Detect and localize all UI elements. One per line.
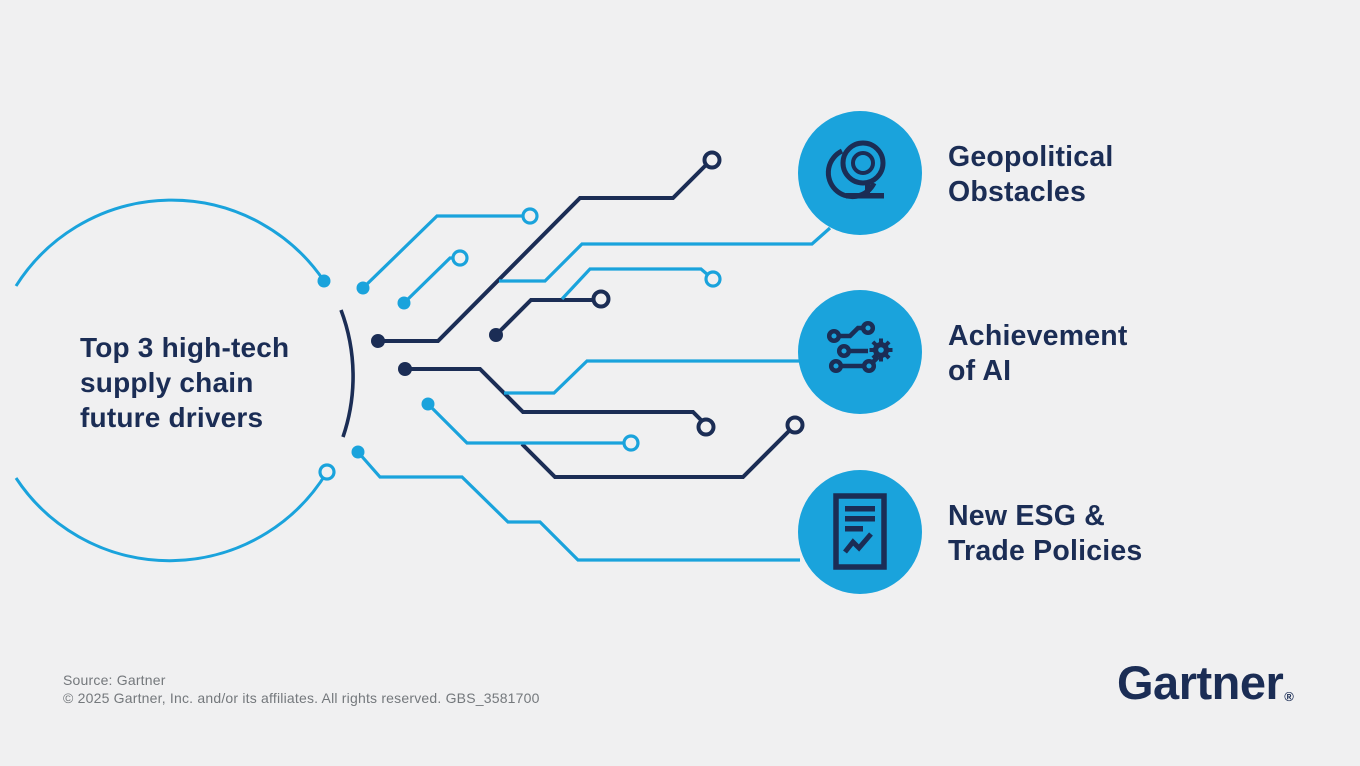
label-line: New ESG & [948,500,1106,532]
page-title-line: future drivers [80,402,264,433]
label-line: Obstacles [948,176,1087,208]
trace-dot [397,296,411,310]
trace-dot [317,274,331,288]
label-line: Geopolitical [948,141,1114,173]
trace-layer [14,150,832,563]
registered-mark: ® [1284,689,1294,704]
footer: Source: Gartner © 2025 Gartner, Inc. and… [63,671,540,707]
page-title-line: supply chain [80,367,254,398]
label-achievement-of-ai: Achievement of AI [948,319,1128,389]
trace-dot [371,334,385,348]
trace-open-circle [704,270,722,288]
label-new-esg-trade-policies: New ESG & Trade Policies [948,499,1142,569]
page-title-line: Top 3 high-tech [80,332,290,363]
trace-open-circle [702,150,722,170]
label-geopolitical-obstacles: Geopolitical Obstacles [948,140,1114,210]
footer-copyright: © 2025 Gartner, Inc. and/or its affiliat… [63,690,540,706]
trace-open-circle [521,207,539,225]
trace-dot [421,397,435,411]
label-line: Trade Policies [948,535,1143,567]
label-line: Achievement [948,320,1128,352]
footer-source: Source: Gartner [63,672,166,688]
label-line: of AI [948,355,1012,387]
circuit-gear-icon [826,320,893,374]
trace-open-circle [451,249,469,267]
policy-document-icon [833,493,887,570]
trace-dot [489,328,503,342]
page-title: Top 3 high-tech supply chain future driv… [80,330,289,435]
trace-open-circle [622,434,640,452]
trace-open-circle [785,415,805,435]
trace-open-circle [696,417,716,437]
gartner-logo: Gartner® [1117,655,1294,710]
gear-icon [869,338,893,362]
trace-open-circle [591,289,611,309]
trace-open-circle [318,463,336,481]
trace-dot [398,362,412,376]
trace-dot [351,445,365,459]
globe-icon [825,140,886,200]
icon-badge-circle [798,470,922,594]
gartner-logo-text: Gartner [1117,656,1284,709]
trace-dot [356,281,370,295]
